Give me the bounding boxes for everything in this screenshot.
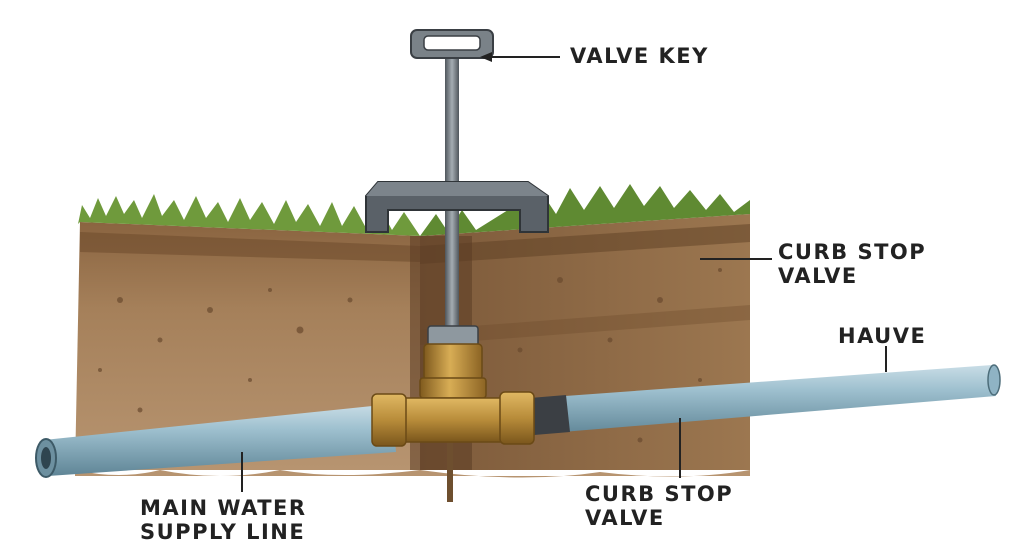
valve-body-ring xyxy=(419,377,487,399)
valve-stem-nut xyxy=(427,325,479,347)
valve-right-nut xyxy=(499,391,535,445)
grass-front xyxy=(78,194,420,236)
service-pipe xyxy=(510,364,1001,436)
valve-key-label: VALVE KEY xyxy=(570,44,709,68)
pipe-left-opening xyxy=(41,447,51,469)
pipe-left-body xyxy=(44,404,396,476)
pipe-coupling xyxy=(530,395,570,435)
side-topsoil-band xyxy=(420,224,750,264)
main-water-supply-line-label: MAIN WATER SUPPLY LINE xyxy=(140,496,307,544)
grass xyxy=(78,184,750,236)
side-strata-band xyxy=(420,305,750,345)
grass-side xyxy=(420,184,750,236)
curb-box-cap-top xyxy=(366,182,548,196)
topsoil-band xyxy=(80,232,420,262)
curb-stop-valve-label-top: CURB STOP VALVE xyxy=(778,240,927,288)
leader-valve-key-arrow xyxy=(480,52,492,62)
pipe-right-body xyxy=(510,365,996,436)
valve-left-nut xyxy=(371,393,407,447)
hauve-label: HAUVE xyxy=(838,324,927,348)
pipe-right-end xyxy=(987,364,1001,396)
drain-tube xyxy=(447,440,453,502)
curb-box-cap xyxy=(365,181,549,233)
soil-front-face xyxy=(75,222,420,470)
leader-lines xyxy=(241,52,887,492)
curb-stop-valve xyxy=(371,325,535,447)
main-supply-pipe xyxy=(35,404,396,478)
curb-stop-valve-label-bottom: CURB STOP VALVE xyxy=(585,482,734,530)
valve-bonnet xyxy=(423,343,483,381)
soil-bottom-edge xyxy=(75,470,750,478)
valve-key-handle-hole xyxy=(423,35,481,51)
